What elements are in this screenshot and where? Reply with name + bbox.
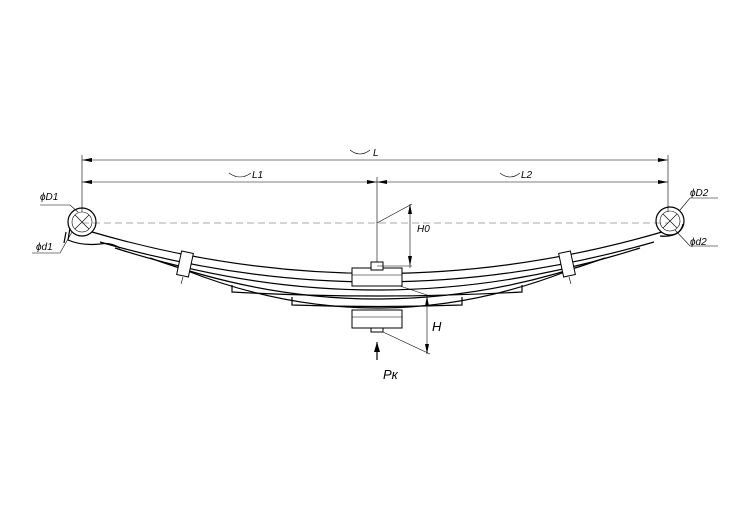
- left-inner-diameter-label: ϕd1: [36, 242, 53, 253]
- right-eye-leaders: ϕD2 ϕd2: [674, 188, 718, 248]
- overall-length-dimension: L: [81, 148, 669, 212]
- unloaded-height-label: H0: [417, 224, 430, 235]
- overall-length-label: L: [373, 148, 379, 159]
- right-rebound-clip: [558, 250, 576, 285]
- left-length-label: L1: [252, 170, 263, 181]
- right-length-label: L2: [521, 170, 533, 181]
- right-outer-diameter-label: ϕD2: [690, 188, 709, 199]
- load-label: Pк: [383, 367, 399, 382]
- left-rebound-clip: [176, 250, 194, 285]
- load-arrow: Pк: [374, 342, 399, 382]
- height-dimension: H: [382, 285, 442, 355]
- right-inner-diameter-label: ϕd2: [690, 237, 707, 248]
- left-outer-diameter-label: ϕD1: [40, 192, 58, 203]
- center-clamp: [351, 261, 403, 333]
- left-eye-leaders: ϕD1 ϕd1: [32, 192, 79, 254]
- height-label: H: [432, 319, 442, 334]
- left-eye: [63, 207, 121, 249]
- unloaded-height-dimension: H0: [376, 203, 430, 268]
- segment-length-dimensions: L1 L2: [82, 170, 668, 275]
- right-eye: [655, 206, 685, 237]
